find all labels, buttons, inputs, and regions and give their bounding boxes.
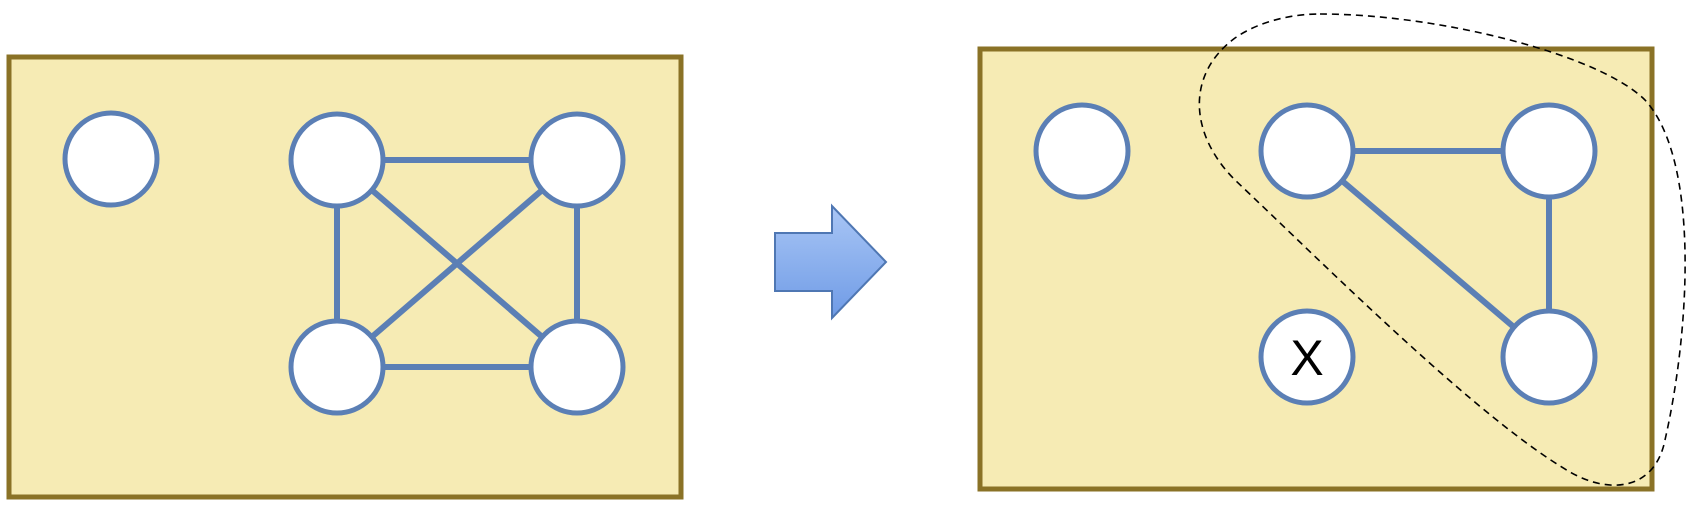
left-node-d bbox=[288, 318, 386, 416]
left-panel bbox=[6, 54, 684, 500]
right-edge-b-e bbox=[1304, 148, 1552, 360]
right-panel: X bbox=[977, 13, 1686, 492]
right-node-b bbox=[1258, 102, 1356, 200]
selection-region-outline bbox=[1198, 13, 1686, 486]
left-edge-c-d bbox=[334, 157, 580, 370]
right-node-x-label: X bbox=[1290, 330, 1323, 386]
left-node-b bbox=[288, 111, 386, 209]
right-node-x: X bbox=[1258, 308, 1356, 406]
right-node-e bbox=[1500, 308, 1598, 406]
left-node-e bbox=[528, 318, 626, 416]
left-node-c bbox=[528, 111, 626, 209]
left-node-a bbox=[62, 110, 160, 208]
right-node-c bbox=[1500, 102, 1598, 200]
right-arrow-icon bbox=[774, 203, 888, 321]
right-node-a bbox=[1033, 102, 1131, 200]
